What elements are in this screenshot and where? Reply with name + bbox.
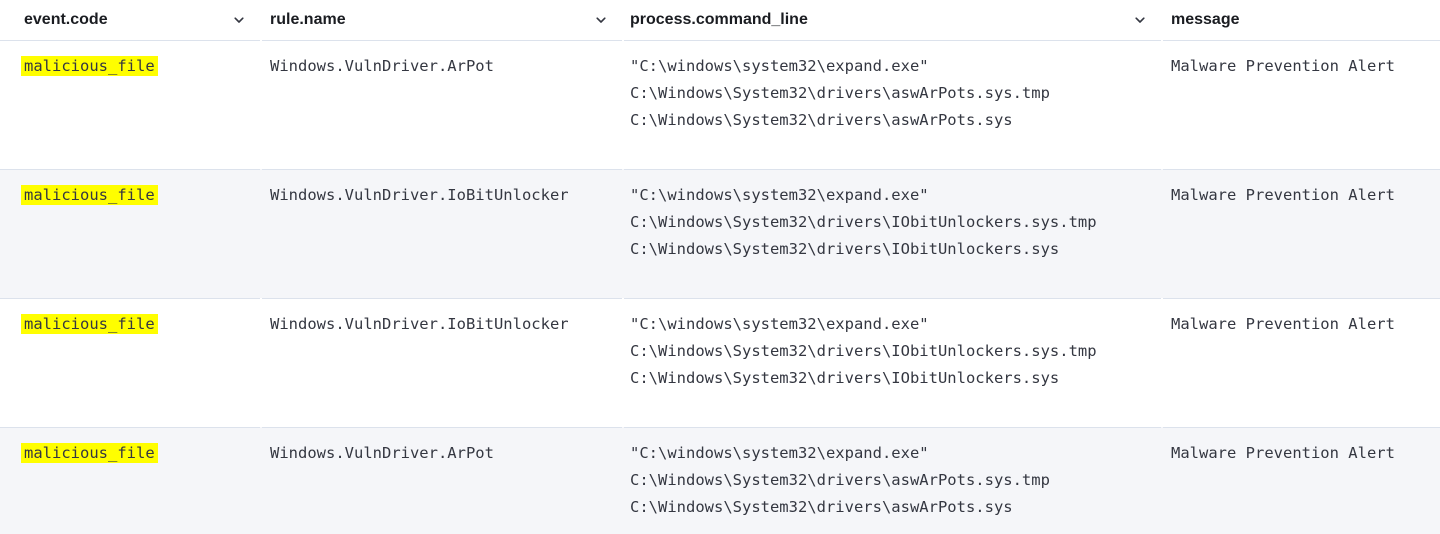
cell-message[interactable]: Malware Prevention Alert — [1163, 427, 1440, 534]
column-header-label: message — [1171, 11, 1240, 28]
table-row: malicious_file Windows.VulnDriver.ArPot … — [0, 427, 1440, 534]
cell-rule-name[interactable]: Windows.VulnDriver.ArPot — [262, 40, 622, 169]
cell-rule-name[interactable]: Windows.VulnDriver.IoBitUnlocker — [262, 298, 622, 427]
command-line-text: C:\Windows\System32\drivers\aswArPots.sy… — [630, 498, 1013, 516]
cell-event-code[interactable]: malicious_file — [0, 298, 260, 427]
cell-command-line[interactable]: "C:\windows\system32\expand.exe" C:\Wind… — [624, 298, 1161, 427]
command-line-text: "C:\windows\system32\expand.exe" — [630, 315, 929, 333]
cell-command-line[interactable]: "C:\windows\system32\expand.exe" C:\Wind… — [624, 40, 1161, 169]
cell-rule-name[interactable]: Windows.VulnDriver.IoBitUnlocker — [262, 169, 622, 298]
cell-message[interactable]: Malware Prevention Alert — [1163, 169, 1440, 298]
table-row: malicious_file Windows.VulnDriver.ArPot … — [0, 40, 1440, 169]
search-highlight: malicious_file — [21, 185, 158, 205]
grid-header: event.code rule.name process.command_lin… — [0, 0, 1440, 40]
column-header-event-code[interactable]: event.code — [0, 0, 260, 40]
table-row: malicious_file Windows.VulnDriver.IoBitU… — [0, 169, 1440, 298]
cell-message[interactable]: Malware Prevention Alert — [1163, 40, 1440, 169]
cell-event-code[interactable]: malicious_file — [0, 40, 260, 169]
search-highlight: malicious_file — [21, 443, 158, 463]
cell-command-line[interactable]: "C:\windows\system32\expand.exe" C:\Wind… — [624, 169, 1161, 298]
column-header-label: process.command_line — [630, 11, 808, 28]
command-line-text: "C:\windows\system32\expand.exe" — [630, 57, 929, 75]
search-highlight: malicious_file — [21, 56, 158, 76]
column-header-process-command-line[interactable]: process.command_line — [624, 0, 1161, 40]
chevron-down-icon[interactable] — [1132, 12, 1148, 28]
cell-message[interactable]: Malware Prevention Alert — [1163, 298, 1440, 427]
search-highlight: malicious_file — [21, 314, 158, 334]
command-line-text: "C:\windows\system32\expand.exe" — [630, 186, 929, 204]
column-header-message[interactable]: message — [1163, 0, 1440, 40]
cell-event-code[interactable]: malicious_file — [0, 427, 260, 534]
cell-event-code[interactable]: malicious_file — [0, 169, 260, 298]
command-line-text: C:\Windows\System32\drivers\aswArPots.sy… — [630, 111, 1013, 129]
table-row: malicious_file Windows.VulnDriver.IoBitU… — [0, 298, 1440, 427]
command-line-text: C:\Windows\System32\drivers\IObitUnlocke… — [630, 342, 1097, 360]
chevron-down-icon[interactable] — [593, 12, 609, 28]
command-line-text: C:\Windows\System32\drivers\IObitUnlocke… — [630, 369, 1060, 387]
column-header-label: rule.name — [270, 11, 346, 28]
chevron-down-icon[interactable] — [231, 12, 247, 28]
command-line-text: C:\Windows\System32\drivers\aswArPots.sy… — [630, 84, 1050, 102]
command-line-text: C:\Windows\System32\drivers\aswArPots.sy… — [630, 471, 1050, 489]
cell-command-line[interactable]: "C:\windows\system32\expand.exe" C:\Wind… — [624, 427, 1161, 534]
cell-rule-name[interactable]: Windows.VulnDriver.ArPot — [262, 427, 622, 534]
column-header-label: event.code — [24, 11, 108, 28]
command-line-text: C:\Windows\System32\drivers\IObitUnlocke… — [630, 213, 1097, 231]
column-header-rule-name[interactable]: rule.name — [262, 0, 622, 40]
command-line-text: "C:\windows\system32\expand.exe" — [630, 444, 929, 462]
command-line-text: C:\Windows\System32\drivers\IObitUnlocke… — [630, 240, 1060, 258]
